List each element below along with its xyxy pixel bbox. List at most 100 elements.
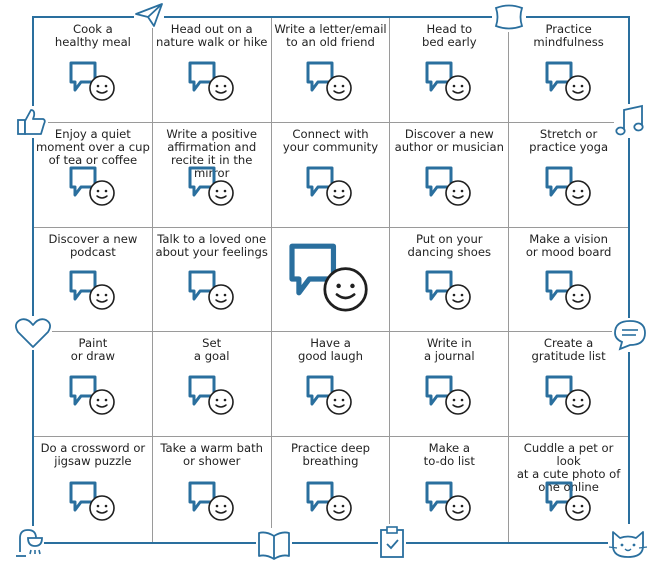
cell-label-line: Do a crossword or	[40, 441, 146, 456]
cell-label-line: of tea or coffee	[48, 152, 138, 167]
chat-smiley-icon	[425, 480, 473, 524]
thumbs-up-icon	[16, 106, 48, 138]
chat-smiley-icon	[545, 60, 593, 104]
cell-label-line: Put on your	[416, 231, 483, 246]
chat-bubble-icon	[612, 318, 648, 352]
cell-label-line: at a cute photo of	[516, 467, 621, 482]
chat-smiley-icon	[425, 269, 473, 313]
chat-smiley-icon	[288, 241, 372, 317]
cell-label-line: Create a	[543, 336, 594, 351]
chat-smiley-icon	[188, 60, 236, 104]
cell-label-line: Write a letter/email	[274, 22, 387, 36]
cell-label-line: Enjoy a quiet	[54, 126, 131, 141]
chat-smiley-icon	[306, 480, 354, 524]
cell-label-line: Cuddle a pet or look	[523, 441, 614, 469]
cell-label-line: Paint	[78, 336, 108, 351]
chat-smiley-icon	[545, 165, 593, 209]
cell-label-line: Practice deep	[291, 441, 370, 456]
cell-label-line: to an old friend	[286, 35, 375, 49]
chat-smiley-icon	[69, 374, 117, 418]
clipboard-icon	[378, 524, 406, 560]
cell-label-line: a goal	[193, 349, 230, 364]
cell-label-line: Talk to a loved one	[157, 231, 267, 246]
cell-label-line: a journal	[423, 349, 475, 364]
chat-smiley-icon	[69, 269, 117, 313]
chat-smiley-icon	[69, 480, 117, 524]
cell-label-line: Stretch or	[539, 126, 598, 141]
chat-smiley-icon	[425, 165, 473, 209]
chat-smiley-icon	[425, 374, 473, 418]
cell-label-line: Practice	[545, 22, 592, 36]
shower-icon	[14, 526, 44, 566]
cell-label-line: author or musician	[394, 139, 504, 154]
chat-smiley-icon	[545, 269, 593, 313]
cell-label-line: affirmation and	[167, 139, 257, 154]
chat-smiley-icon	[306, 60, 354, 104]
cell-label-line: dancing shoes	[407, 244, 492, 259]
cell-label-line: Head out on a	[170, 22, 253, 36]
music-note-icon	[614, 104, 646, 138]
paper-plane-icon	[134, 2, 164, 28]
chat-smiley-icon	[69, 165, 117, 209]
cell-label-line: or shower	[182, 454, 241, 469]
cell-label-line: Head to	[426, 22, 473, 36]
book-icon	[256, 528, 292, 562]
cell-label-line: moment over a cup	[36, 139, 150, 154]
cell-label-line: your community	[282, 139, 379, 154]
cell-label-line: mindfulness	[533, 35, 604, 49]
center-cell	[271, 227, 391, 333]
cell-label-line: breathing	[302, 454, 359, 469]
chat-smiley-icon	[425, 60, 473, 104]
cell-label-line: jigsaw puzzle	[54, 454, 132, 469]
cell-label-line: to-do list	[423, 454, 475, 469]
cell-label-line: about your feelings	[155, 244, 268, 259]
cell-label-line: Have a	[310, 336, 351, 351]
cell-label-line: Connect with	[292, 126, 369, 141]
cell-label-line: Set	[202, 336, 222, 351]
cell-label-line: gratitude list	[531, 349, 606, 364]
cat-icon	[608, 524, 648, 560]
cell-label-line: nature walk or hike	[155, 35, 268, 49]
cell-label-line: or mood board	[525, 244, 612, 259]
heart-icon	[14, 316, 52, 350]
cell-label-line: Make a vision	[529, 231, 608, 246]
cell-label-line: bed early	[421, 35, 477, 49]
cell-label-line: podcast	[69, 244, 116, 259]
pillow-icon	[492, 2, 526, 32]
